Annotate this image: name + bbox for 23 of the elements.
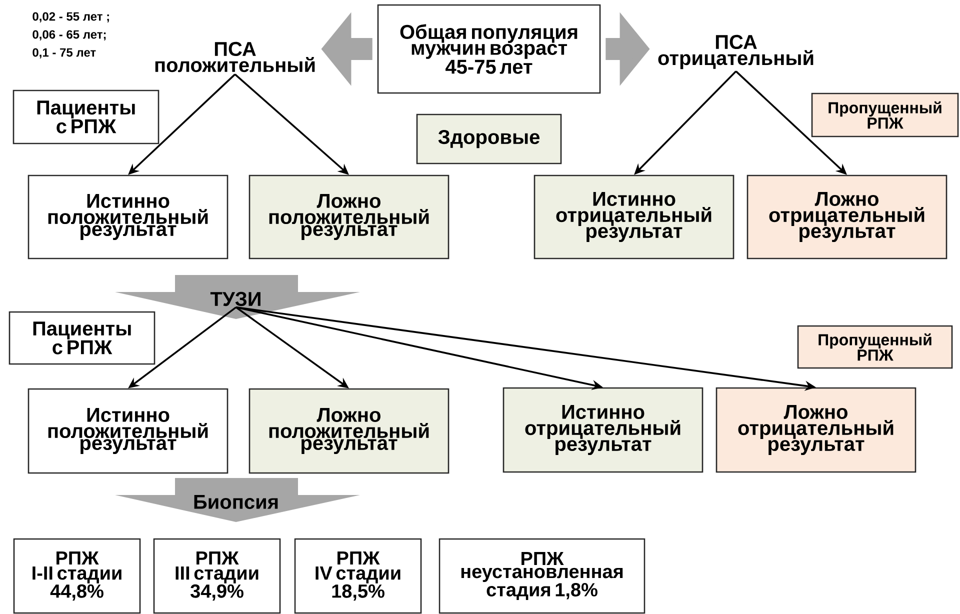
text-box: Пациенты с РПЖ	[8, 311, 156, 365]
text-box: Ложно положительный результат	[248, 174, 450, 260]
text-box: Ложно отрицательный результат	[746, 174, 948, 260]
age-note: 0,06 - 65 лет;	[32, 30, 106, 40]
text-box: Истинно положительный результат	[28, 388, 228, 474]
text-box: Истинно отрицательный результат	[534, 174, 734, 260]
text-box: РПЖ неустановленная стадия 1,8%	[438, 538, 646, 614]
text-label: ПСА отрицательный	[658, 34, 814, 70]
text-box: Ложно отрицательный результат	[716, 387, 916, 473]
text-box: Здоровые	[416, 114, 562, 164]
text-box: Истинно отрицательный результат	[502, 387, 704, 473]
age-note: 0,1 - 75 лет	[32, 48, 96, 58]
text-box: РПЖ I-II стадии 44,8%	[13, 538, 141, 614]
text-box: РПЖ III стадии 34,9%	[153, 538, 281, 614]
text-box: РПЖ IV стадии 18,5%	[294, 538, 422, 614]
text-box: Истинно положительный результат	[28, 174, 228, 260]
text-box: Общая популяция мужчин возраст 45-75 лет	[377, 4, 601, 94]
text-label: ПСА положительный	[155, 42, 315, 72]
text-box: Пропущенный РПЖ	[811, 92, 959, 138]
text-box: Ложно положительный результат	[248, 388, 450, 474]
text-box: Пропущенный РПЖ	[797, 325, 953, 369]
age-note: 0,02 - 55 лет ;	[32, 12, 109, 22]
text-box: Пациенты с РПЖ	[12, 90, 160, 144]
